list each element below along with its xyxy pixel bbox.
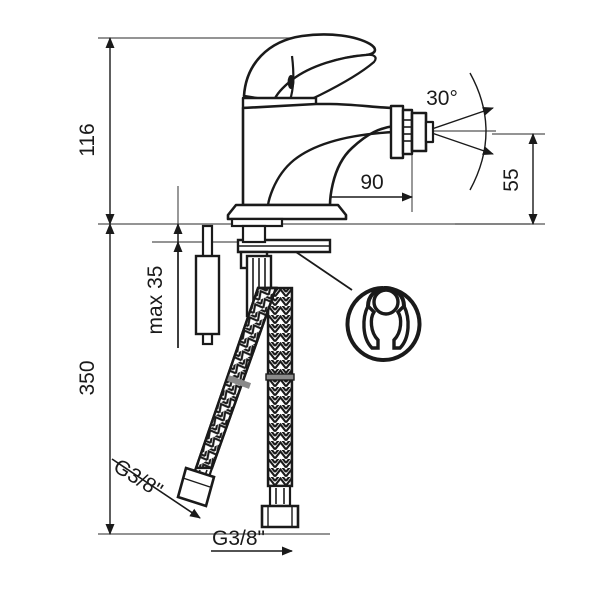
lever-handle — [242, 33, 377, 108]
clip-center-hole — [372, 288, 400, 316]
clip-leader-line — [295, 251, 353, 291]
braided-hoses — [176, 286, 300, 529]
dimension-label-350: 350 — [76, 360, 99, 395]
dimension-max-35: max 35 — [144, 223, 183, 348]
hose-nut-left — [176, 466, 216, 508]
c-clip-washer — [295, 251, 422, 362]
mixer-tap-assembly — [226, 33, 435, 221]
braided-hose-right — [260, 286, 300, 529]
threaded-shank — [241, 224, 267, 244]
dimension-height-55: 55 — [500, 133, 538, 225]
braided-hose-left — [176, 286, 278, 508]
aerator — [389, 104, 435, 160]
leader-left-g38 — [111, 458, 201, 519]
base-flange — [226, 203, 348, 221]
label-g38-right: G3/8" — [212, 527, 265, 550]
mixer-body — [241, 102, 396, 207]
dimension-label-116: 116 — [76, 123, 99, 156]
handle-pivot-dot — [287, 75, 295, 89]
dimension-angle-30: 30° — [425, 72, 496, 191]
dimension-height-350: 350 — [76, 223, 115, 535]
mounting-hardware — [194, 217, 332, 346]
dimension-height-116: 116 — [76, 37, 115, 225]
hose-right-band — [265, 373, 295, 381]
dimension-label-90: 90 — [360, 171, 383, 194]
dimension-label-30-degrees: 30° — [426, 87, 458, 110]
dimension-label-max-35: max 35 — [144, 266, 167, 335]
hose-nut-right — [260, 504, 300, 529]
stud-bolt-sleeve — [194, 254, 221, 336]
dimension-label-55: 55 — [500, 168, 523, 191]
hose-left-band — [226, 375, 252, 389]
spout-inner-curve — [266, 130, 395, 206]
